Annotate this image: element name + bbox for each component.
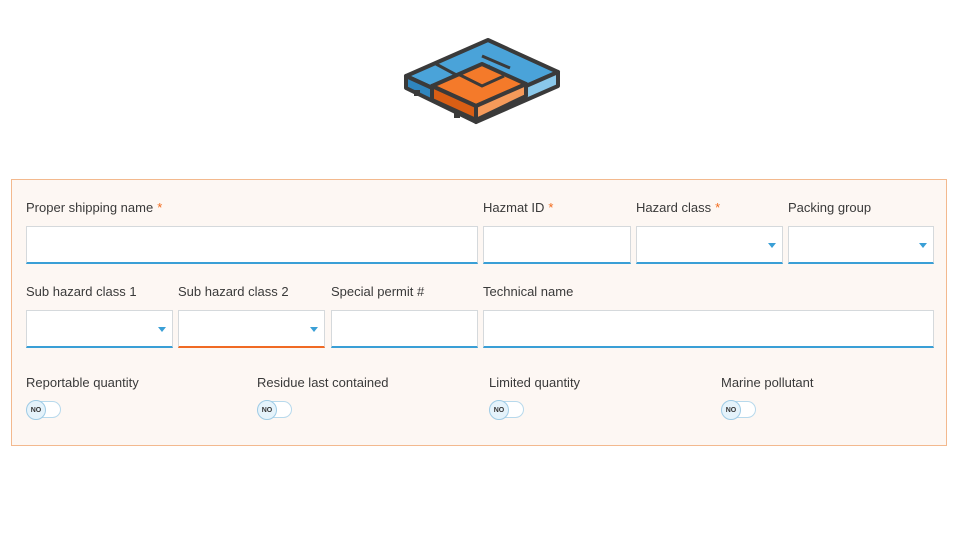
limited-quantity-label: Limited quantity [489,375,581,390]
hazmat-id-input[interactable] [484,227,630,262]
required-marker: * [157,200,163,215]
residue-last-contained-label: Residue last contained [257,375,389,390]
toggle-knob: NO [26,400,46,420]
chevron-down-icon [158,327,166,332]
proper-shipping-name-label: Proper shipping name* [26,200,163,215]
hazmat-id-field[interactable] [483,226,631,264]
sub-hazard-class-1-select[interactable] [26,310,173,348]
packing-group-select[interactable] [788,226,934,264]
limited-quantity-toggle[interactable]: NO [489,400,525,420]
required-marker: * [715,200,721,215]
chevron-down-icon [919,243,927,248]
sub-hazard-class-2-label: Sub hazard class 2 [178,284,289,299]
toggle-knob: NO [721,400,741,420]
hazard-class-select[interactable] [636,226,783,264]
toggle-knob: NO [257,400,277,420]
reportable-quantity-toggle[interactable]: NO [26,400,62,420]
special-permit-field[interactable] [331,310,478,348]
marine-pollutant-label: Marine pollutant [721,375,814,390]
chevron-down-icon [768,243,776,248]
hazard-class-label: Hazard class* [636,200,721,215]
proper-shipping-name-input[interactable] [27,227,477,262]
required-marker: * [548,200,554,215]
stacked-tiles-logo-icon [404,38,560,124]
sub-hazard-class-2-select[interactable] [178,310,325,348]
special-permit-label: Special permit # [331,284,425,299]
toggle-knob: NO [489,400,509,420]
hazmat-details-panel: Proper shipping name* Hazmat ID* Hazard … [11,179,947,446]
chevron-down-icon [310,327,318,332]
residue-last-contained-toggle[interactable]: NO [257,400,293,420]
proper-shipping-name-field[interactable] [26,226,478,264]
marine-pollutant-toggle[interactable]: NO [721,400,757,420]
technical-name-field[interactable] [483,310,934,348]
sub-hazard-class-1-label: Sub hazard class 1 [26,284,137,299]
packing-group-label: Packing group [788,200,872,215]
technical-name-input[interactable] [484,311,933,346]
technical-name-label: Technical name [483,284,574,299]
reportable-quantity-label: Reportable quantity [26,375,139,390]
special-permit-input[interactable] [332,311,477,346]
hazmat-id-label: Hazmat ID* [483,200,554,215]
